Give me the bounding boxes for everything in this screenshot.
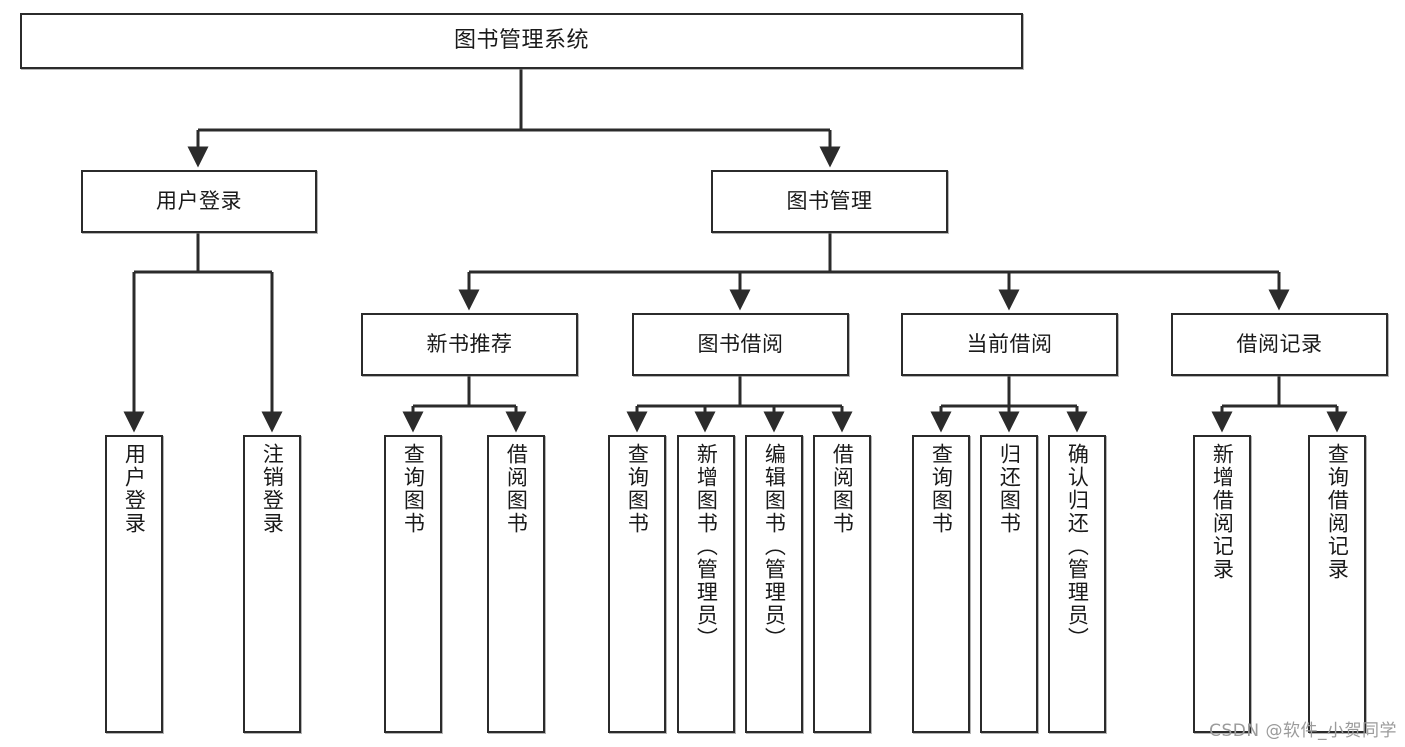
leaf-node-borrow-book-recommendation[interactable]: 借阅图书: [487, 435, 545, 733]
leaf-node-add-borrowing-record[interactable]: 新增借阅记录: [1193, 435, 1251, 733]
leaf-node-return-book[interactable]: 归还图书: [980, 435, 1038, 733]
node-new-book-recommendation[interactable]: 新书推荐: [361, 313, 578, 376]
leaf-node-edit-book-admin[interactable]: 编辑图书（管理员）: [745, 435, 803, 733]
node-label: 图书管理: [786, 188, 873, 213]
node-book-borrowing[interactable]: 图书借阅: [632, 313, 849, 376]
node-label: 新增图书（管理员）: [694, 443, 719, 650]
node-label: 查询图书: [625, 443, 650, 535]
node-book-management[interactable]: 图书管理: [711, 170, 948, 233]
node-label: 查询借阅记录: [1325, 443, 1350, 581]
leaf-node-borrow-book-borrowing[interactable]: 借阅图书: [813, 435, 871, 733]
leaf-node-query-book-borrowing[interactable]: 查询图书: [608, 435, 666, 733]
leaf-node-query-book-recommendation[interactable]: 查询图书: [384, 435, 442, 733]
node-label: 图书管理系统: [453, 27, 589, 53]
node-label: 编辑图书（管理员）: [762, 443, 787, 650]
node-user-login[interactable]: 用户登录: [81, 170, 317, 233]
node-label: 归还图书: [997, 443, 1022, 535]
node-label: 借阅图书: [504, 443, 529, 535]
node-label: 新书推荐: [426, 331, 513, 356]
node-label: 注销登录: [260, 443, 285, 535]
node-label: 图书借阅: [697, 331, 784, 356]
node-book-management-system[interactable]: 图书管理系统: [20, 13, 1023, 69]
leaf-node-user-logout[interactable]: 注销登录: [243, 435, 301, 733]
node-label: 查询图书: [401, 443, 426, 535]
node-current-borrowing[interactable]: 当前借阅: [901, 313, 1118, 376]
csdn-watermark: CSDN @软件_小贺同学: [1209, 721, 1397, 741]
leaf-node-confirm-return-admin[interactable]: 确认归还（管理员）: [1048, 435, 1106, 733]
leaf-node-query-book-current[interactable]: 查询图书: [912, 435, 970, 733]
node-label: 确认归还（管理员）: [1065, 443, 1090, 650]
node-label: 当前借阅: [966, 331, 1053, 356]
node-label: 用户登录: [122, 443, 147, 535]
node-label: 借阅图书: [830, 443, 855, 535]
leaf-node-add-book-admin[interactable]: 新增图书（管理员）: [677, 435, 735, 733]
node-label: 查询图书: [929, 443, 954, 535]
leaf-node-query-borrowing-record[interactable]: 查询借阅记录: [1308, 435, 1366, 733]
node-label: 新增借阅记录: [1210, 443, 1235, 581]
leaf-node-user-login[interactable]: 用户登录: [105, 435, 163, 733]
node-label: 用户登录: [156, 188, 242, 213]
node-label: 借阅记录: [1236, 331, 1323, 356]
node-borrowing-record[interactable]: 借阅记录: [1171, 313, 1388, 376]
